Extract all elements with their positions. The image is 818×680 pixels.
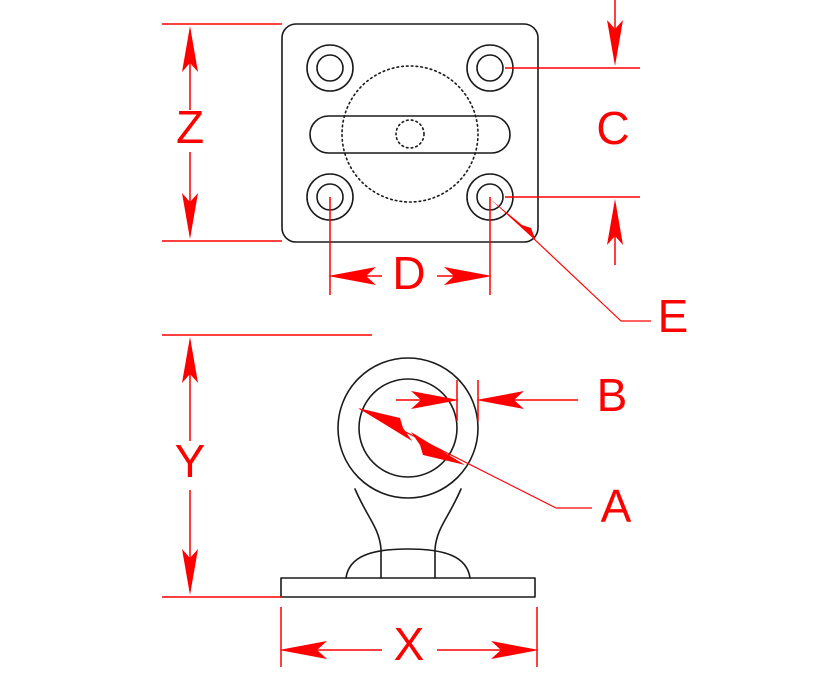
bolt-hole-inner-circle [476,54,504,82]
dimension-c-arrow-up [607,199,623,245]
top-plate-outline [281,23,539,243]
dimension-label-c: C [596,102,629,154]
dimension-z-arrow-up [182,26,198,72]
dimension-e-leader-diagonal [532,237,622,322]
dimension-y-arrow-down [182,549,198,595]
dimension-c: C [505,0,640,265]
hidden-stem-outline [395,119,425,149]
dimension-x-arrow-left [279,641,327,659]
bolt-hole-inner-circle [316,54,344,82]
dimension-a-arrow-lower-right [411,432,465,465]
dimension-b-arrow-inner [411,391,459,409]
dimension-d-arrow-left [328,267,376,285]
base-plate-outline [280,577,536,598]
dimension-y: Y [162,334,372,598]
dimension-d-arrow-right [444,267,492,285]
ring-stem-right [434,488,462,579]
top-view-group [281,23,539,243]
dimension-label-x: X [394,618,425,670]
side-view-group [280,357,536,598]
dimension-z-arrow-down [182,193,198,239]
dimension-x: X [279,607,539,670]
dimension-c-arrow-down [607,20,623,66]
dimension-x-arrow-right [491,641,539,659]
dimension-label-y: Y [175,435,206,487]
dimension-b-arrow-outer [476,391,524,409]
dimension-d: D [328,197,492,299]
ring-inner-circle [358,378,458,478]
dimension-label-b: B [597,369,628,421]
dimension-y-arrow-up [182,337,198,383]
dimension-label-d: D [392,247,425,299]
hidden-ring-outline [341,65,479,203]
dimension-e-arrow [489,198,536,241]
bolt-hole-top-left [306,44,354,92]
dimension-label-e: E [658,290,689,342]
dimension-e: E [489,198,688,342]
ring-outer-circle [337,357,479,499]
bolt-hole-outer-circle [306,44,354,92]
dimension-a-arrow-upper-left [358,408,412,441]
dimension-a: A [358,408,632,532]
dimension-z: Z [162,23,282,242]
dimension-label-a: A [601,480,632,532]
stem-dome-base [345,548,471,579]
ring-stem-left [354,488,382,579]
dimension-b: B [396,369,627,421]
dimension-label-z: Z [176,101,204,153]
top-plate-slot [309,115,511,154]
